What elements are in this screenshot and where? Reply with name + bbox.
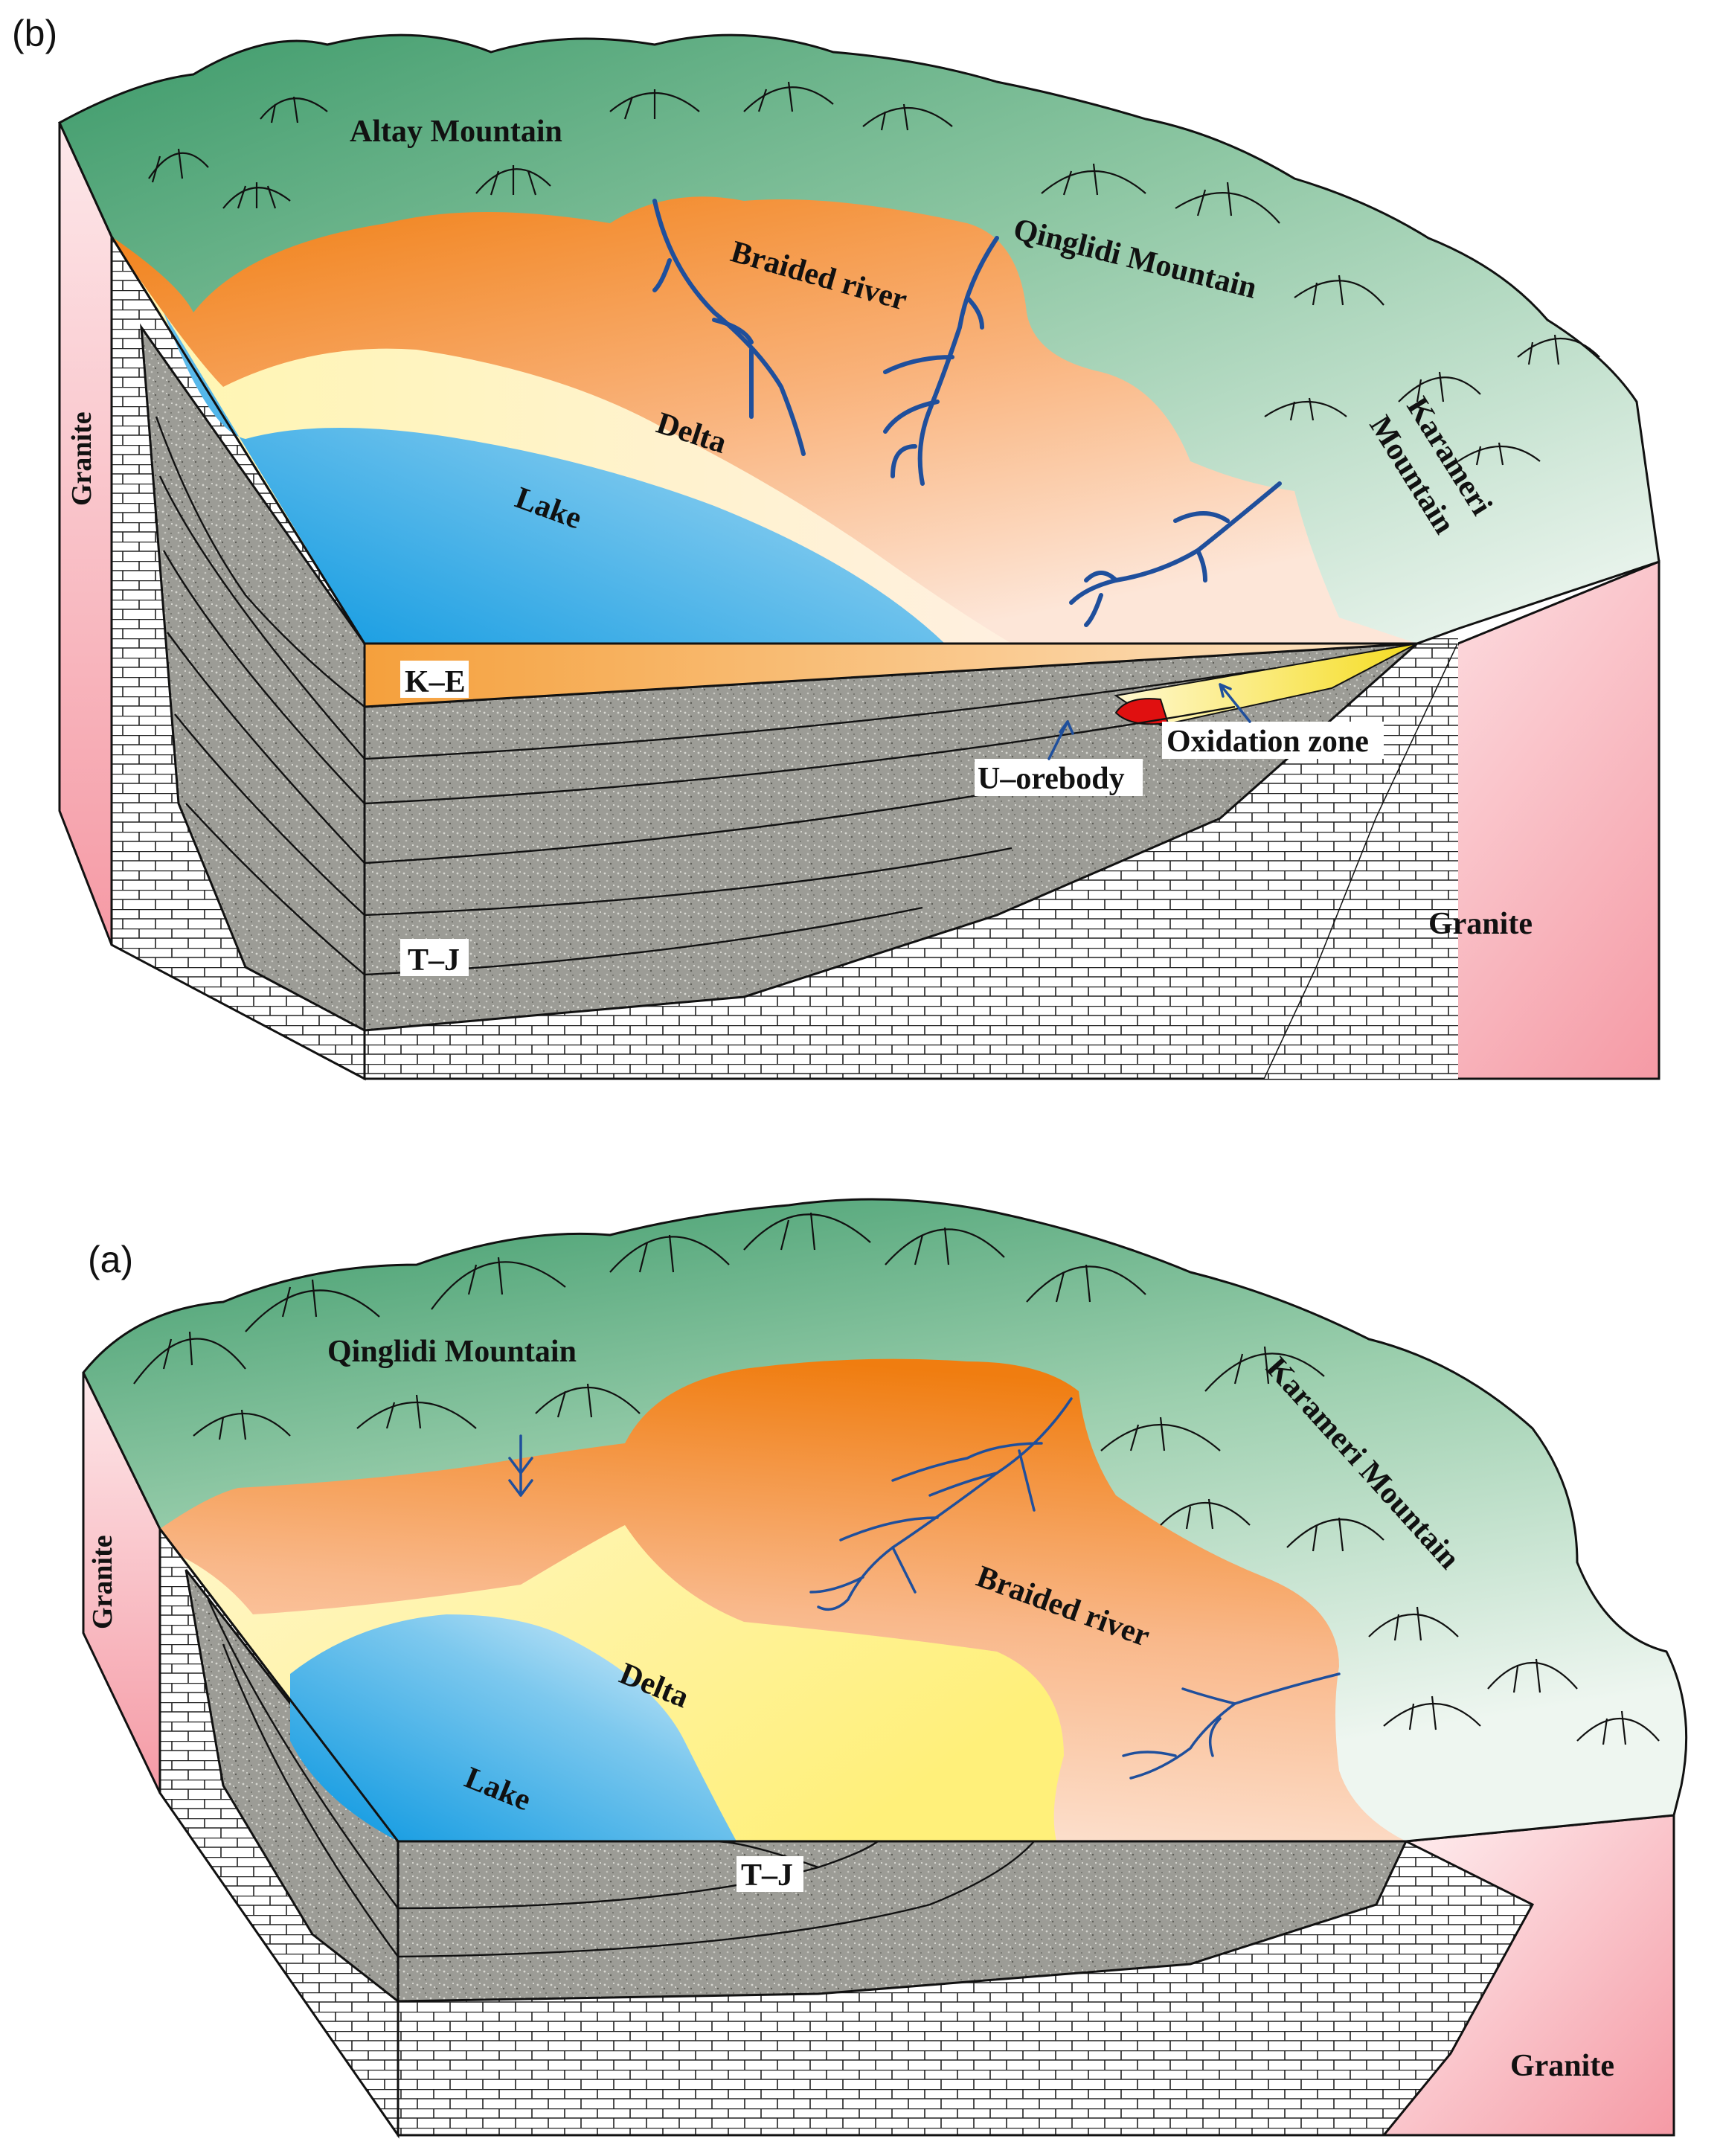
panel-b-front-wall (155, 416, 1460, 1080)
panel-b-label-granite-left: Granite (66, 411, 97, 506)
panel-a-rivers (508, 1397, 1341, 1780)
panel-a-lake (290, 1614, 737, 1841)
panel-a-label-granite-right: Granite (1510, 2049, 1614, 2083)
panel-a-label: (a) (88, 1239, 133, 1280)
panel-b-lake (164, 312, 945, 644)
panel-b-rivers (652, 199, 1282, 627)
panel-b-label-oxidation-zone: Oxidation zone (1167, 725, 1369, 759)
panel-a-label-tj: T–J (741, 1858, 793, 1893)
panel-b-label-tj: T–J (408, 943, 460, 978)
panel-b-label-ke: K–E (405, 665, 466, 699)
panel-b-hill-symbols (148, 81, 1600, 466)
panel-b-label-granite-right: Granite (1428, 907, 1533, 941)
panel-a-front-wall (397, 1840, 1668, 2137)
panel-a-label-qinglidi: Qinglidi Mountain (327, 1335, 577, 1369)
panel-a-hill-symbols (133, 1212, 1660, 1745)
panel-b-label-altay: Altay Mountain (350, 115, 562, 149)
panel-b-label-u-orebody: U–orebody (978, 762, 1125, 796)
panel-b-label: (b) (12, 13, 57, 54)
panel-a: (a) (82, 1198, 1688, 2139)
panel-b-right-brick (1265, 629, 1458, 1079)
panel-a-label-granite-left: Granite (87, 1535, 118, 1629)
panel-b: (b) (12, 13, 1660, 1081)
